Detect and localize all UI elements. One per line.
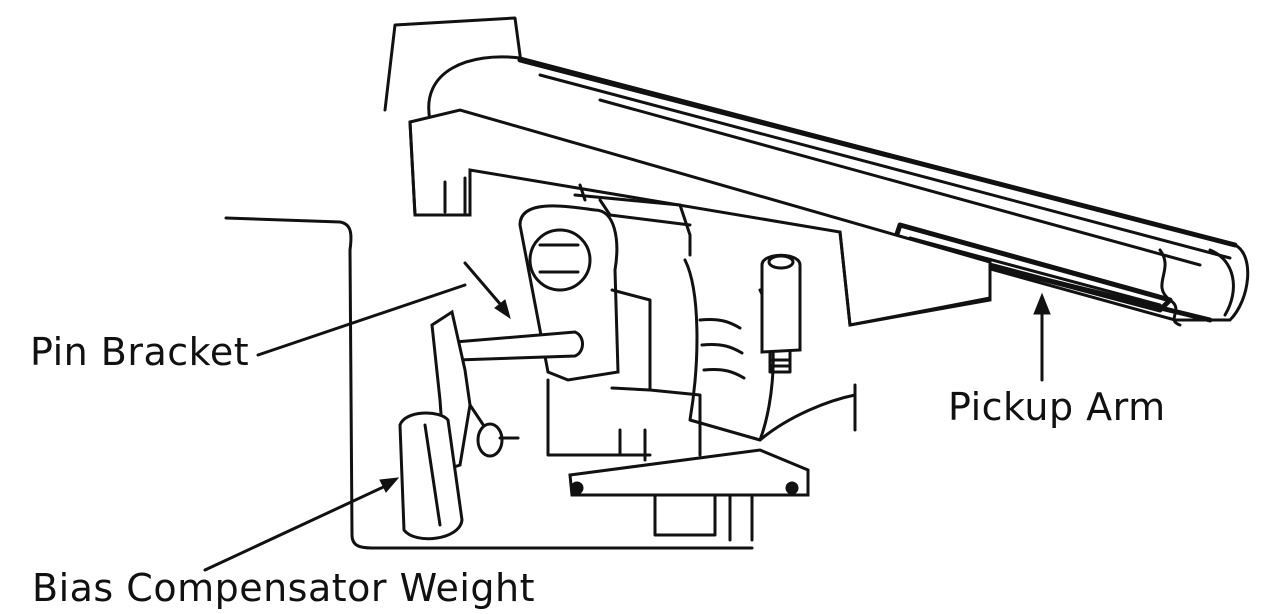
pin-bracket-label: Pin Bracket (30, 330, 250, 374)
pickup-arm-arrowhead (1033, 292, 1051, 315)
bias-weight-arrowhead (379, 477, 400, 493)
pin-bracket-leader (256, 283, 467, 357)
upper-back-plate (383, 16, 524, 112)
pivot-housing (518, 193, 702, 457)
head-beam (408, 108, 992, 327)
pin (448, 330, 584, 362)
screw-post (760, 253, 802, 374)
pedestal (568, 258, 857, 542)
chassis-frame (224, 216, 754, 550)
bias-compensator-assembly (398, 309, 520, 541)
bias-compensator-weight-label: Bias Compensator Weight (32, 566, 535, 610)
bias-weight-leader (203, 481, 394, 572)
pickup-arm-label: Pickup Arm (948, 385, 1166, 429)
leader-lines (203, 261, 1051, 572)
pin-bracket-arrowhead (494, 299, 511, 320)
